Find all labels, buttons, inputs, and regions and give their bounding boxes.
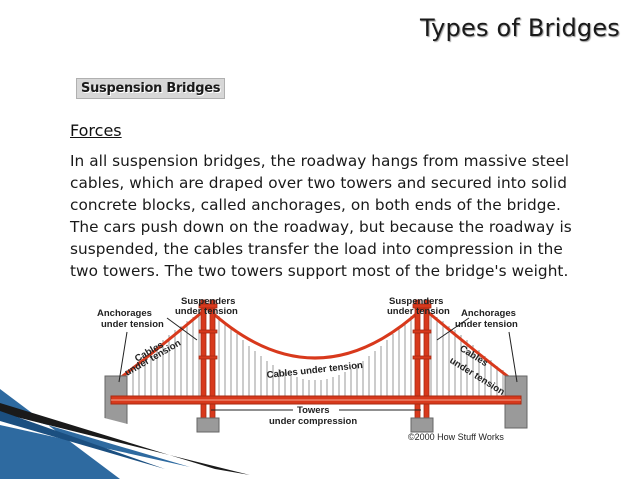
label-cables-center: Cables under tension xyxy=(266,360,363,381)
label-towers-compression: under compression xyxy=(269,416,357,427)
section-heading: Forces xyxy=(70,121,122,140)
suspender-lines xyxy=(126,313,504,398)
suspension-bridge-diagram: Suspenders under tension Suspenders unde… xyxy=(97,290,537,450)
left-tower-footing xyxy=(196,417,220,433)
label-arrows xyxy=(118,317,518,411)
label-suspenders-left-tension: under tension xyxy=(175,306,238,317)
slide-title: Types of Bridges xyxy=(420,14,620,42)
label-anchorages-left-tension: under tension xyxy=(101,319,164,330)
decorative-swoosh xyxy=(0,389,340,479)
label-anchorages-left: Anchorages xyxy=(97,308,152,319)
label-anchorages-right: Anchorages xyxy=(461,308,516,319)
label-suspenders-right: Suspenders xyxy=(389,296,443,307)
right-tower-footing xyxy=(410,417,434,433)
bridge-illustration: Suspenders under tension Suspenders unde… xyxy=(97,296,528,433)
body-paragraph: In all suspension bridges, the roadway h… xyxy=(70,152,572,281)
copyright-notice: ©2000 How Stuff Works xyxy=(408,432,504,442)
main-cables xyxy=(114,306,516,384)
label-towers: Towers xyxy=(297,405,330,416)
label-suspenders-right-tension: under tension xyxy=(387,306,450,317)
label-anchorages-right-tension: under tension xyxy=(455,319,518,330)
label-suspenders-left: Suspenders xyxy=(181,296,235,307)
slide-subtitle: Suspension Bridges xyxy=(76,78,226,99)
